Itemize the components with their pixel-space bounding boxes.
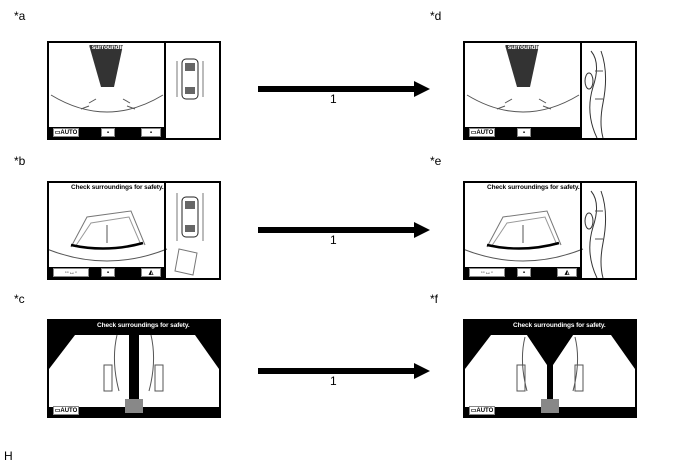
screen-d-auto-button[interactable]: ▭AUTO	[469, 128, 495, 137]
screen-b-view	[49, 183, 204, 278]
screen-a-side-button[interactable]: ▪	[141, 128, 161, 137]
label-panel-c: *c	[14, 292, 25, 306]
screen-a-toolbar: ▭AUTO ▪ ▪	[49, 127, 165, 138]
screen-c: Check surroundings for safety. ▭AUTO	[47, 319, 221, 418]
camera-icon: ▭	[54, 408, 61, 414]
screen-b: Check surroundings for safety. ◦◦↔◦ ▪ ◭	[47, 181, 221, 280]
screen-e-view	[465, 183, 607, 278]
screen-b-view-button[interactable]: ▪	[101, 268, 115, 277]
guide-lines-icon: ◭	[564, 270, 570, 276]
screen-f: Check surroundings for safety. ▭AUTO	[463, 319, 637, 418]
screen-c-auto-label: AUTO	[60, 408, 78, 414]
camera-icon: ▭	[470, 130, 477, 136]
label-panel-e: *e	[430, 154, 442, 168]
label-panel-a: *a	[14, 9, 26, 23]
guide-lines-icon: ◭	[148, 270, 154, 276]
camera-icon: ▭	[54, 130, 61, 136]
label-panel-b: *b	[14, 154, 26, 168]
screen-d-toolbar: ▭AUTO ▪	[465, 127, 581, 138]
screen-b-toolbar: ◦◦↔◦ ▪ ◭	[49, 267, 165, 278]
label-panel-d: *d	[430, 9, 442, 23]
screen-c-view	[49, 334, 219, 413]
figure-code: H	[4, 449, 13, 463]
screen-d-message: Check surroundings for safety.	[487, 44, 580, 51]
screen-f-toolbar: ▭AUTO	[465, 405, 635, 416]
step-arrow-1	[258, 81, 430, 97]
sonar-icon: ◦◦↔◦	[64, 270, 78, 276]
car-rear-icon: ▪	[522, 270, 526, 276]
screen-a-view-button[interactable]: ▪	[101, 128, 115, 137]
screen-f-auto-button[interactable]: ▭AUTO	[469, 406, 495, 415]
step-arrow-2	[258, 222, 430, 238]
screen-b-sonar-button[interactable]: ◦◦↔◦	[53, 268, 89, 277]
step-label-3: 1	[330, 374, 337, 388]
screen-f-message: Check surroundings for safety.	[513, 322, 606, 329]
step-label-2: 1	[330, 233, 337, 247]
step-arrow-3	[258, 363, 430, 379]
screen-d-auto-label: AUTO	[476, 130, 494, 136]
screen-e-message: Check surroundings for safety.	[487, 184, 580, 191]
screen-e-toolbar: ◦◦↔◦ ▪ ◭	[465, 267, 581, 278]
screen-a-auto-label: AUTO	[60, 130, 78, 136]
car-rear-icon: ▪	[106, 130, 110, 136]
screen-d-view	[466, 43, 607, 138]
car-rear-icon: ▪	[106, 270, 110, 276]
screen-b-guide-button[interactable]: ◭	[141, 268, 161, 277]
screen-f-view	[465, 331, 635, 413]
screen-b-message: Check surroundings for safety.	[71, 184, 164, 191]
screen-e-guide-button[interactable]: ◭	[557, 268, 577, 277]
screen-c-toolbar: ▭AUTO	[49, 405, 219, 416]
screen-d: Check surroundings for safety. ▭AUTO ▪	[463, 41, 637, 140]
screen-c-auto-button[interactable]: ▭AUTO	[53, 406, 79, 415]
camera-icon: ▭	[470, 408, 477, 414]
screen-a-auto-button[interactable]: ▭AUTO	[53, 128, 79, 137]
screen-c-message: Check surroundings for safety.	[97, 322, 190, 329]
screen-a: Check surroundings for safety. ▭AUTO ▪ ▪	[47, 41, 221, 140]
car-icon: ▪	[149, 130, 153, 136]
screen-e-sonar-button[interactable]: ◦◦↔◦	[469, 268, 505, 277]
screen-e: Check surroundings for safety. ◦◦↔◦ ▪ ◭	[463, 181, 637, 280]
screen-e-view-button[interactable]: ▪	[517, 268, 531, 277]
label-panel-f: *f	[430, 292, 439, 306]
sonar-icon: ◦◦↔◦	[480, 270, 494, 276]
screen-a-message: Check surroundings for safety.	[71, 44, 164, 51]
screen-d-view-button[interactable]: ▪	[517, 128, 531, 137]
screen-f-auto-label: AUTO	[476, 408, 494, 414]
car-rear-icon: ▪	[522, 130, 526, 136]
step-label-1: 1	[330, 92, 337, 106]
screen-a-view	[50, 43, 204, 138]
